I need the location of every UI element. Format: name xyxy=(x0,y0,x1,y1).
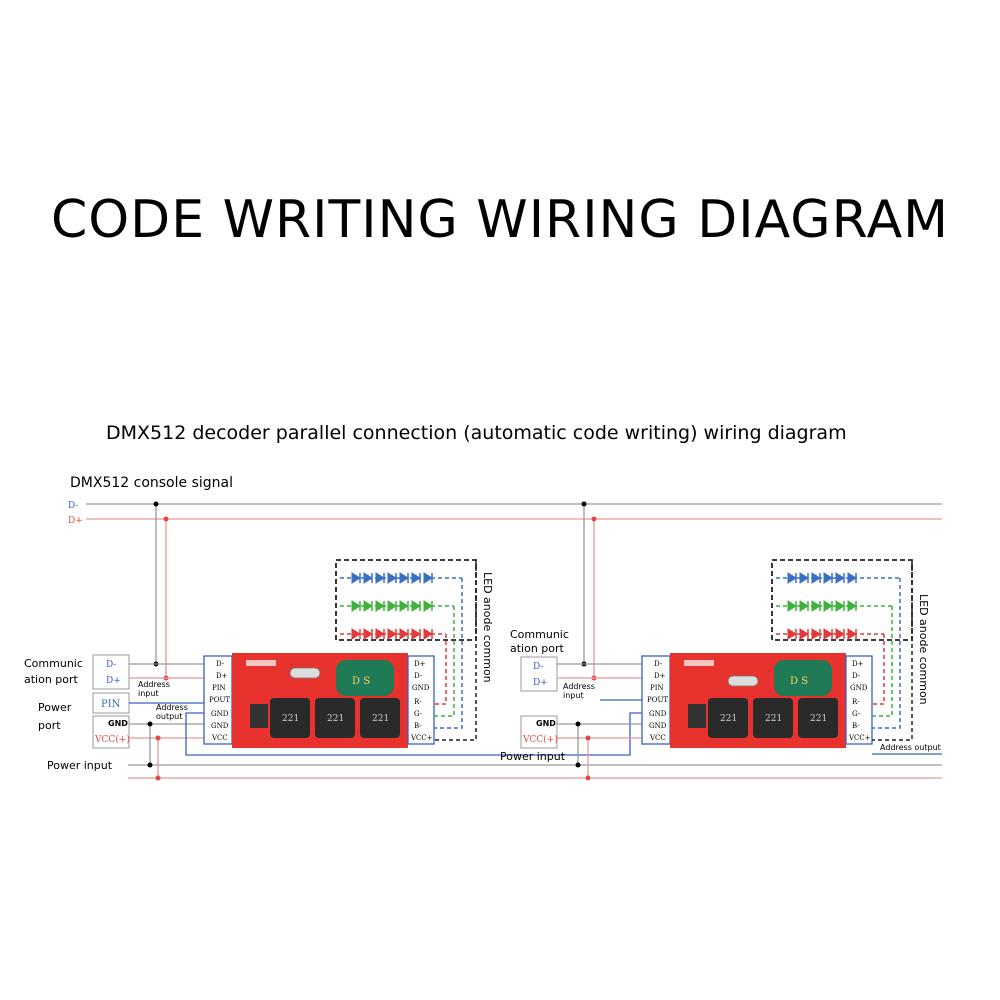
bus-label: DMX512 console signal xyxy=(70,475,233,491)
inductor xyxy=(315,698,355,738)
right-pin-d-minus: D- xyxy=(414,672,423,680)
power-connector xyxy=(92,715,130,749)
board-left-terminal xyxy=(203,655,233,745)
power-input-label-unit2: Power input xyxy=(500,750,566,763)
inductor xyxy=(270,698,310,738)
address-output-label-unit2: Address output xyxy=(880,743,941,752)
led-string-green xyxy=(340,600,455,717)
address-input-label-2: input xyxy=(138,689,159,698)
inductor-unit2 xyxy=(708,698,748,738)
inductor xyxy=(360,698,400,738)
led-string-green-unit2 xyxy=(776,600,893,717)
left-pin-pin: PIN xyxy=(212,684,226,692)
power-pin-vcc: VCC(+) xyxy=(94,734,130,745)
power-pin-gnd: GND xyxy=(108,719,128,728)
inductor-label: 221 xyxy=(327,714,344,724)
right-pin-d-plus-unit2: D+ xyxy=(852,660,864,668)
bus-d-minus-label: D- xyxy=(68,501,78,511)
right-pin-g: G- xyxy=(414,710,423,718)
comm-connector xyxy=(92,654,130,690)
left-pin-pout: POUT xyxy=(209,696,230,704)
diagram-subtitle: DMX512 decoder parallel connection (auto… xyxy=(106,422,847,444)
inductor-label: 221 xyxy=(372,714,389,724)
right-pin-b-unit2: B- xyxy=(852,722,860,730)
power-port-label-2: port xyxy=(38,719,61,732)
right-pin-gnd: GND xyxy=(412,684,430,692)
left-pin-d-plus-unit2: D+ xyxy=(654,672,666,680)
board-right-terminal-unit2 xyxy=(845,655,873,745)
address-output-label: Address xyxy=(156,703,188,712)
capacitor-label-unit2: D S xyxy=(790,676,808,687)
comm-connector-unit2 xyxy=(520,656,558,692)
left-pin-pin-unit2: PIN xyxy=(650,684,664,692)
led-string-blue-unit2 xyxy=(776,572,901,729)
capacitor xyxy=(336,660,394,696)
comm-port-label: Communic xyxy=(24,657,83,670)
comm-port-label-unit2: Communic xyxy=(510,628,569,641)
comm-port-label-unit2-b: ation port xyxy=(510,642,565,655)
inductor-unit2 xyxy=(798,698,838,738)
right-pin-g-unit2: G- xyxy=(852,710,861,718)
pin-connector-label: PIN xyxy=(101,699,121,710)
comm-pin-d-plus: D+ xyxy=(106,676,121,686)
inductor-label-unit2: 221 xyxy=(720,714,737,724)
led-string-box-unit2 xyxy=(771,559,913,641)
right-pin-d-plus: D+ xyxy=(414,660,426,668)
right-pin-vcc-unit2: VCC+ xyxy=(848,734,871,742)
left-pin-gnd-1-unit2: GND xyxy=(649,710,667,718)
capacitor-unit2 xyxy=(774,660,832,696)
power-input-label: Power input xyxy=(47,759,113,772)
comm-pin-d-minus-unit2: D- xyxy=(533,662,543,672)
power-pin-vcc-unit2: VCC(+) xyxy=(522,734,558,745)
capacitor-label: D S xyxy=(352,676,370,687)
inductor-unit2 xyxy=(753,698,793,738)
left-pin-vcc: VCC xyxy=(211,734,228,742)
bus-d-plus-label: D+ xyxy=(68,516,83,526)
right-pin-gnd-unit2: GND xyxy=(850,684,868,692)
inductor-label-unit2: 221 xyxy=(810,714,827,724)
left-pin-d-minus: D- xyxy=(216,660,225,668)
left-pin-d-minus-unit2: D- xyxy=(654,660,663,668)
address-input-label: Address xyxy=(138,680,170,689)
board-right-terminal xyxy=(407,655,435,745)
left-pin-d-plus: D+ xyxy=(216,672,228,680)
right-pin-d-minus-unit2: D- xyxy=(852,672,861,680)
page-title: CODE WRITING WIRING DIAGRAM xyxy=(50,190,950,250)
led-anode-label-unit2: LED anode common xyxy=(917,594,930,705)
led-string-box xyxy=(335,559,477,641)
inductor-label: 221 xyxy=(282,714,299,724)
led-string-red-unit2 xyxy=(776,628,885,705)
left-pin-gnd-2: GND xyxy=(211,722,229,730)
comm-port-label-2: ation port xyxy=(24,673,79,686)
led-anode-label: LED anode common xyxy=(481,572,494,683)
inductor-label-unit2: 221 xyxy=(765,714,782,724)
right-pin-r: R- xyxy=(414,698,422,706)
right-pin-r-unit2: R- xyxy=(852,698,860,706)
address-input-label-unit2: Address xyxy=(563,682,595,691)
address-link-line xyxy=(185,712,642,756)
left-pin-vcc-unit2: VCC xyxy=(649,734,666,742)
comm-pin-d-minus: D- xyxy=(106,660,116,670)
led-string-blue xyxy=(340,572,463,729)
comm-pin-d-plus-unit2: D+ xyxy=(533,678,548,688)
address-output-label-2: output xyxy=(156,712,182,721)
right-pin-vcc: VCC+ xyxy=(410,734,433,742)
right-pin-b: B- xyxy=(414,722,422,730)
left-pin-gnd-2-unit2: GND xyxy=(649,722,667,730)
left-pin-pout-unit2: POUT xyxy=(647,696,668,704)
power-port-label: Power xyxy=(38,701,72,714)
left-pin-gnd-1: GND xyxy=(211,710,229,718)
led-string-red xyxy=(340,628,447,705)
power-connector-unit2 xyxy=(520,715,558,749)
address-input-label-unit2-b: input xyxy=(563,691,584,700)
board-left-terminal-unit2 xyxy=(641,655,671,745)
power-pin-gnd-unit2: GND xyxy=(536,719,556,728)
